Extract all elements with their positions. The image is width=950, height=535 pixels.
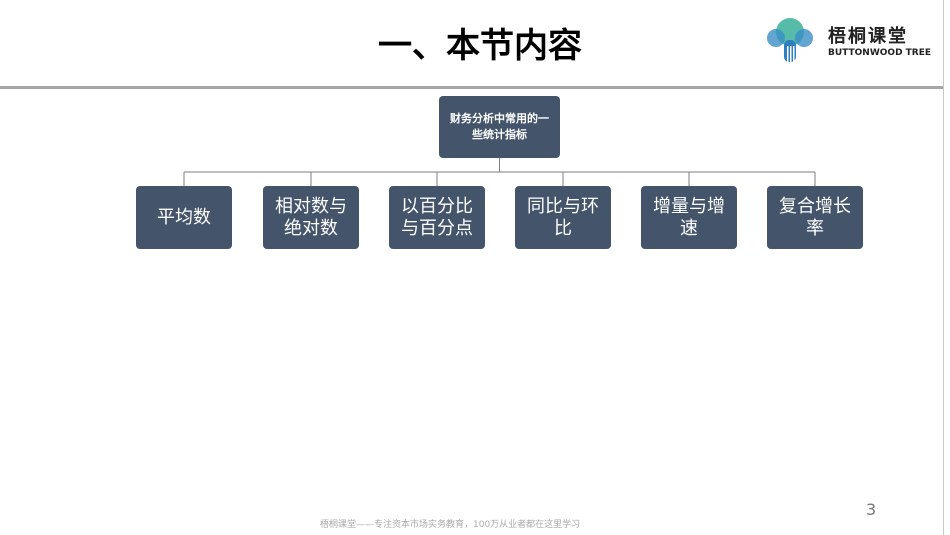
child-node: 增量与增速	[641, 186, 737, 249]
child-node: 以百分比与百分点	[389, 186, 485, 249]
tree-logo-icon	[767, 18, 813, 62]
logo-text: 梧桐课堂	[828, 26, 908, 47]
root-node: 财务分析中常用的一些统计指标	[439, 96, 560, 158]
child-node: 相对数与绝对数	[263, 186, 359, 249]
logo-subtitle: BUTTONWOOD TREE	[828, 48, 932, 58]
child-node: 复合增长率	[767, 186, 863, 249]
child-node: 平均数	[136, 186, 232, 249]
slide-title: 一、本节内容	[378, 26, 582, 66]
logo: 梧桐课堂 BUTTONWOOD TREE	[760, 14, 932, 66]
page-number: 3	[866, 500, 877, 519]
child-node: 同比与环比	[515, 186, 611, 249]
header-divider	[0, 86, 943, 89]
footer-text: 梧桐课堂——专注资本市场实务教育，100万从业者都在这里学习	[320, 520, 581, 530]
slide-border	[943, 0, 944, 535]
